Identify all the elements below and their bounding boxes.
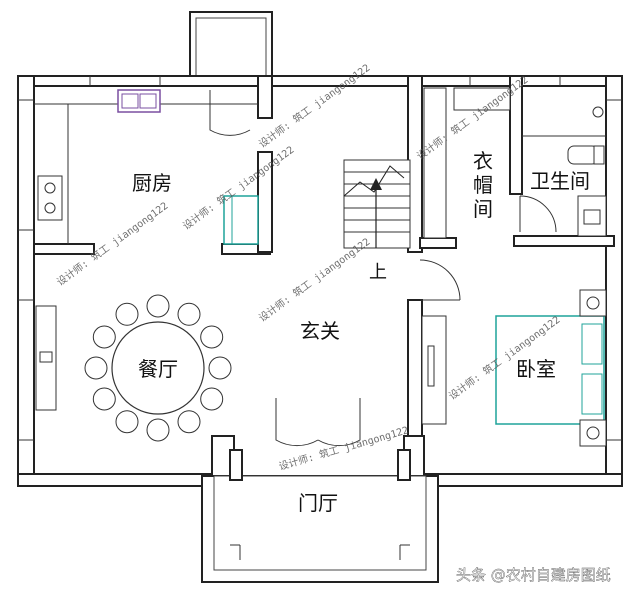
dining-chair	[200, 387, 224, 411]
kitchen-label: 厨房	[132, 171, 172, 195]
dining-chair	[200, 325, 224, 349]
window-marks	[18, 76, 622, 441]
kitchen-counter	[34, 89, 259, 245]
hall-label: 玄关	[300, 319, 340, 343]
watermark: 设计师: 筑工 jiangong122	[256, 61, 372, 150]
dining-chair	[115, 302, 139, 326]
entrance-porch	[201, 449, 439, 583]
bedroom-label: 卧室	[516, 357, 556, 381]
bed	[495, 289, 607, 447]
entrance-label: 门厅	[298, 491, 338, 515]
dining-chair	[146, 294, 170, 318]
staircase	[343, 159, 411, 249]
watermark: 设计师: 筑工 jiangong122	[277, 423, 410, 473]
cloakroom-label: 衣帽间	[473, 149, 493, 221]
dining-set	[84, 294, 232, 442]
dining-chair	[177, 410, 201, 434]
dining-chair	[92, 325, 116, 349]
credit-text: 头条 @农村自建房图纸	[456, 566, 611, 584]
bathroom-label: 卫生间	[530, 169, 590, 193]
interior-walls	[33, 75, 615, 487]
wardrobe-rails	[423, 87, 511, 239]
dining-chair	[146, 418, 170, 442]
doors	[209, 90, 557, 447]
dining-label: 餐厅	[138, 357, 178, 381]
dining-chair	[177, 302, 201, 326]
bathroom-fixtures	[522, 106, 607, 237]
tv-cabinet	[421, 315, 447, 425]
dining-chair	[92, 387, 116, 411]
dining-chair	[208, 356, 232, 380]
stairs-up-label: 上	[369, 262, 387, 283]
dining-chair	[84, 356, 108, 380]
dining-chair	[115, 410, 139, 434]
sideboard	[35, 305, 57, 411]
watermark: 设计师: 筑工 jiangong122	[256, 235, 372, 324]
